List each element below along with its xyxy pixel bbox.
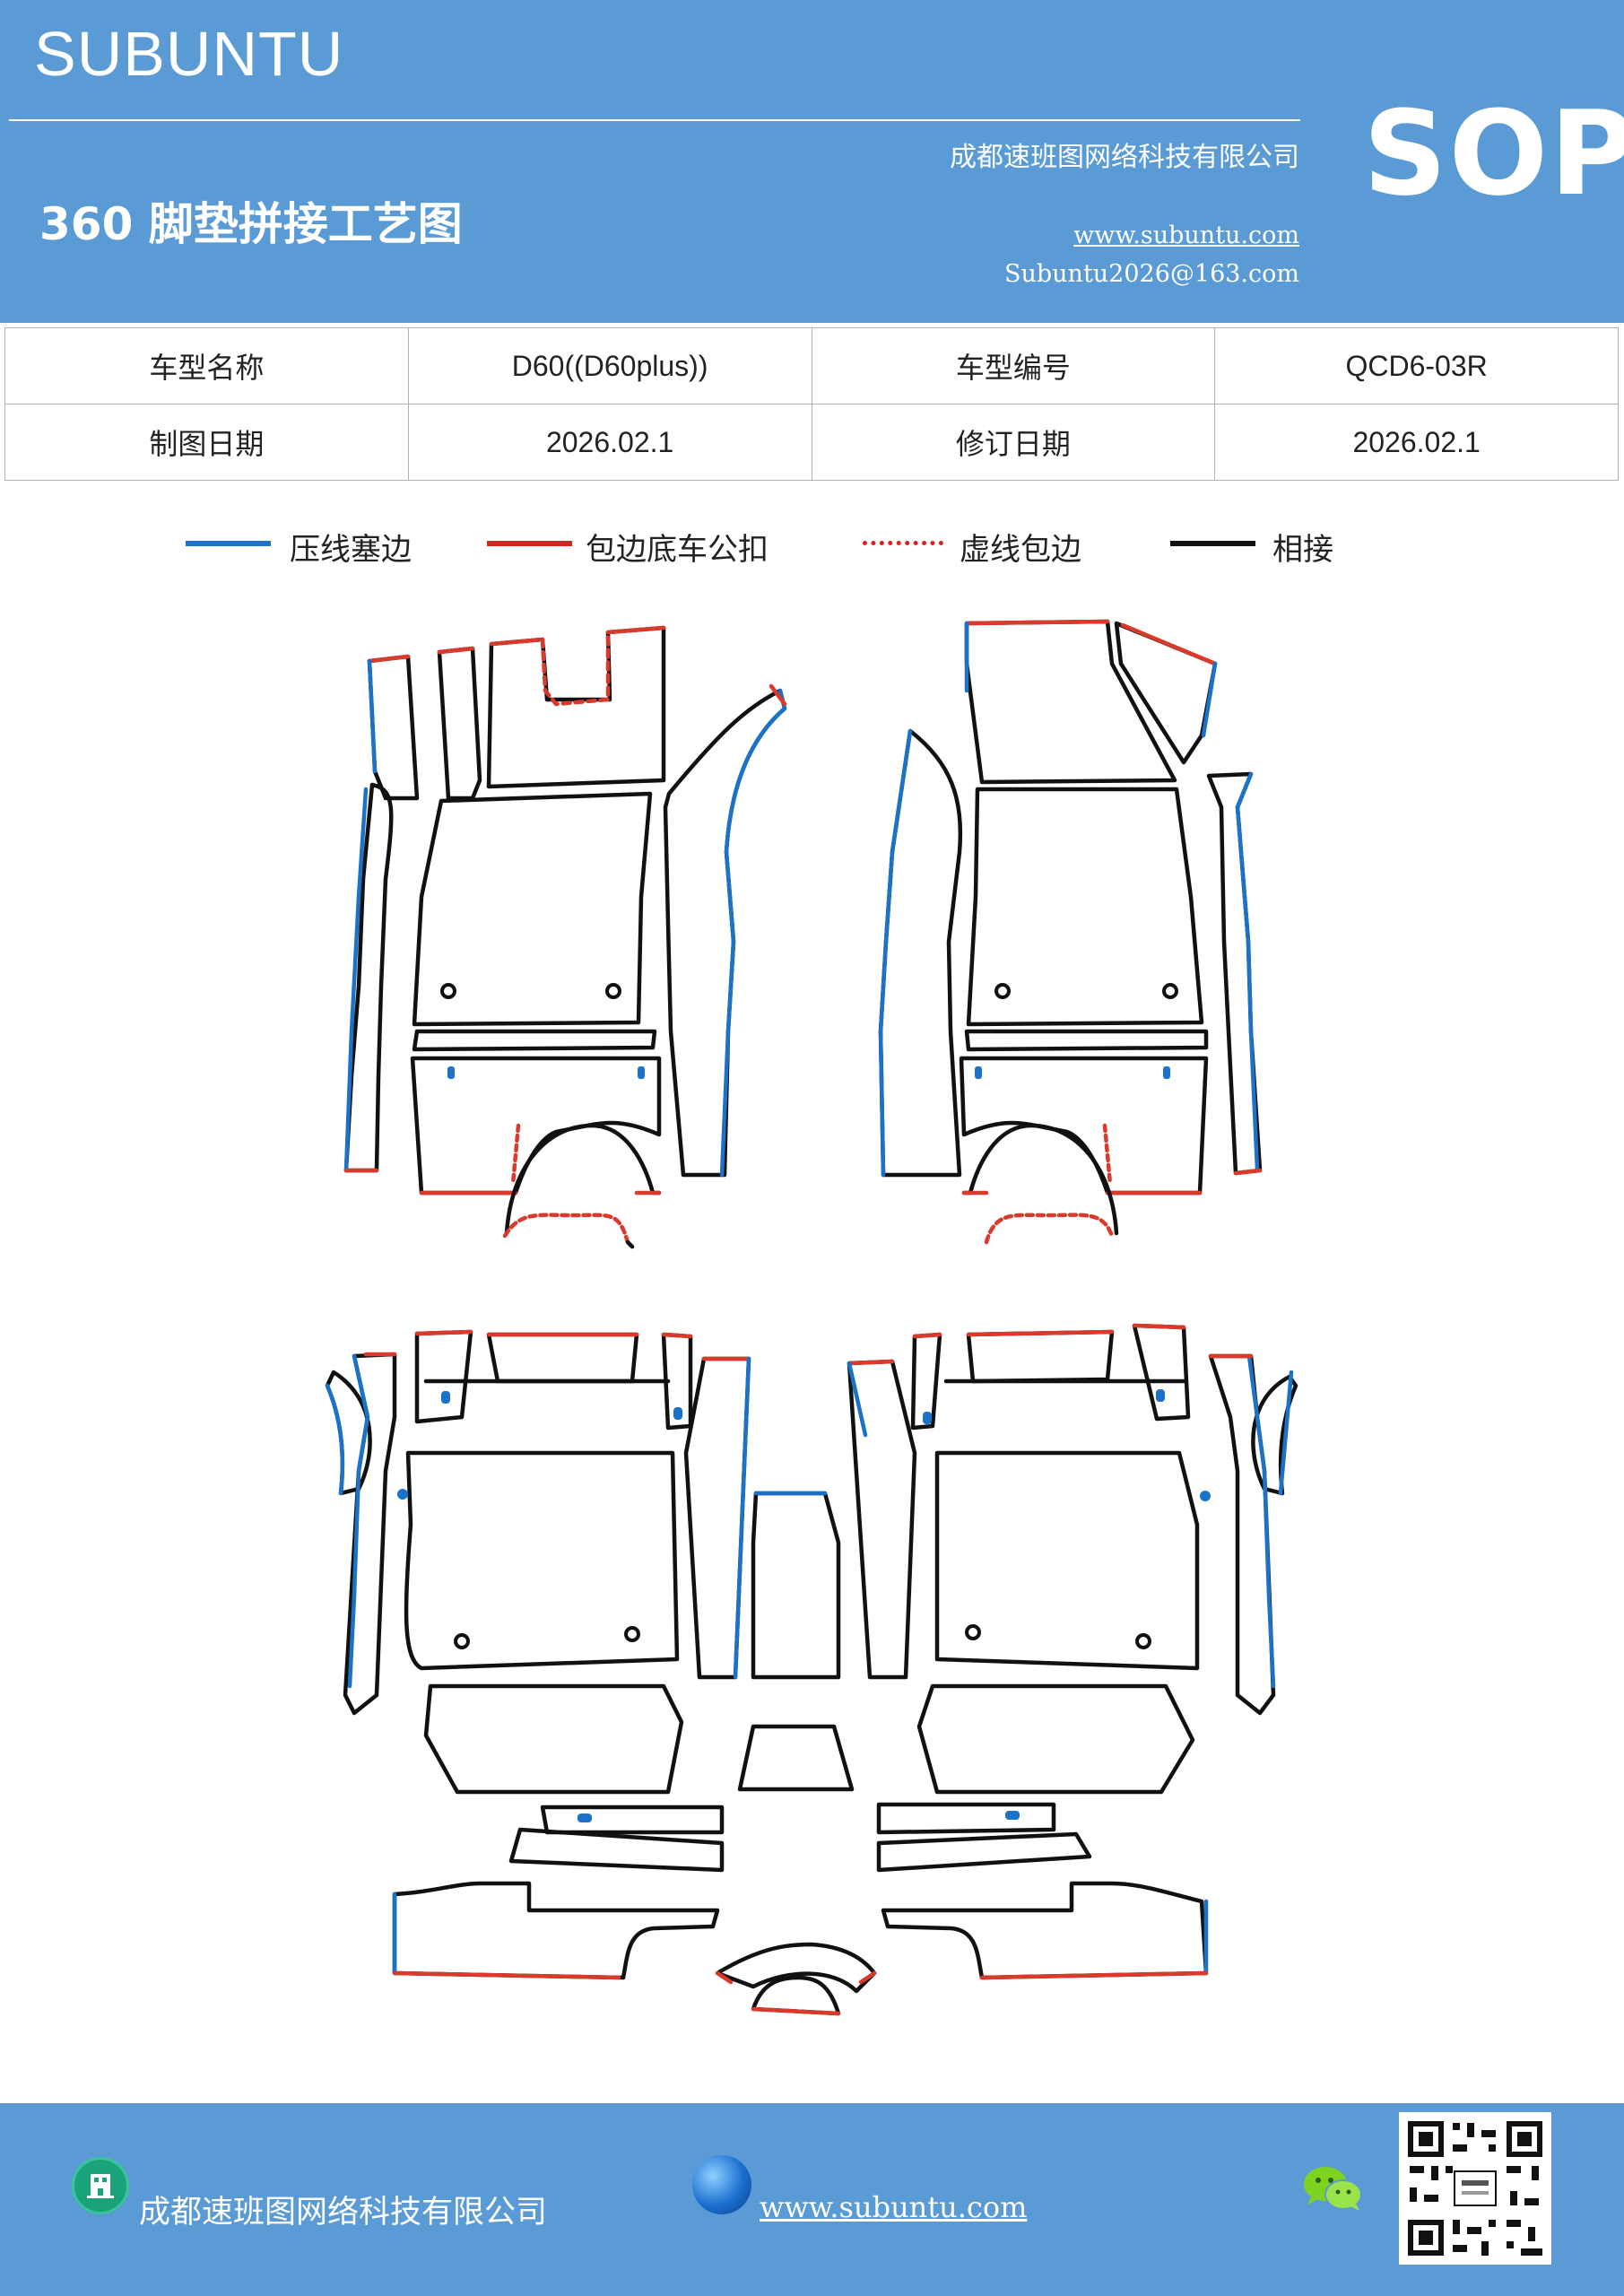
legend-swatch-red	[487, 541, 572, 546]
header-company: 成都速班图网络科技有限公司	[950, 142, 1299, 173]
footer: 成都速班图网络科技有限公司 www.subuntu.com	[0, 2103, 1624, 2296]
legend-swatch-red-dashed	[863, 541, 943, 545]
legend-label: 虚线包边	[960, 532, 1081, 568]
qr-code[interactable]	[1399, 2112, 1551, 2265]
brand-name: SUBUNTU	[34, 19, 344, 89]
footer-website-link[interactable]: www.subuntu.com	[760, 2190, 1028, 2224]
wechat-icon[interactable]	[1302, 2164, 1365, 2214]
legend-item: 虚线包边	[863, 525, 1132, 570]
footer-company: 成都速班图网络科技有限公司	[139, 2195, 548, 2231]
table-cell: 修订日期	[811, 404, 1216, 481]
table-cell: QCD6-03R	[1214, 327, 1619, 404]
rear-right-mat	[847, 1323, 1298, 1980]
legend-label: 包边底车公扣	[586, 532, 769, 568]
legend-label: 相接	[1272, 532, 1333, 568]
header: SUBUNTU 成都速班图网络科技有限公司 360 脚垫拼接工艺图 www.su…	[0, 0, 1624, 323]
header-website-link[interactable]: www.subuntu.com	[1073, 222, 1299, 249]
legend-item: 包边底车公扣	[487, 525, 810, 570]
table-cell: 2026.02.1	[1214, 404, 1619, 481]
table-cell: 车型名称	[4, 327, 409, 404]
legend-swatch-blue	[186, 541, 271, 546]
legend-label: 压线塞边	[290, 532, 412, 568]
legend-item: 压线塞边	[186, 525, 455, 570]
building-icon	[72, 2157, 129, 2214]
table-cell: 车型编号	[811, 327, 1216, 404]
legend-item: 相接	[1170, 525, 1368, 570]
front-left-mat	[343, 625, 787, 1249]
table-cell: 2026.02.1	[407, 404, 812, 481]
globe-icon	[692, 2155, 751, 2214]
rear-left-mat	[325, 1329, 751, 1980]
doc-type-label: SOP	[1363, 85, 1624, 222]
page-title: 360 脚垫拼接工艺图	[39, 198, 463, 250]
table-cell: D60((D60plus))	[407, 327, 812, 404]
front-right-mat	[878, 619, 1263, 1245]
vehicle-info-table: 车型名称 D60((D60plus)) 车型编号 QCD6-03R 制图日期 2…	[4, 327, 1619, 481]
rear-center-mat	[715, 1491, 877, 2016]
table-row: 制图日期 2026.02.1 修订日期 2026.02.1	[4, 404, 1619, 481]
legend-swatch-black	[1170, 541, 1255, 546]
header-email: Subuntu2026@163.com	[1004, 260, 1299, 288]
table-row: 车型名称 D60((D60plus)) 车型编号 QCD6-03R	[4, 327, 1619, 404]
table-cell: 制图日期	[4, 404, 409, 481]
header-divider	[9, 119, 1300, 121]
